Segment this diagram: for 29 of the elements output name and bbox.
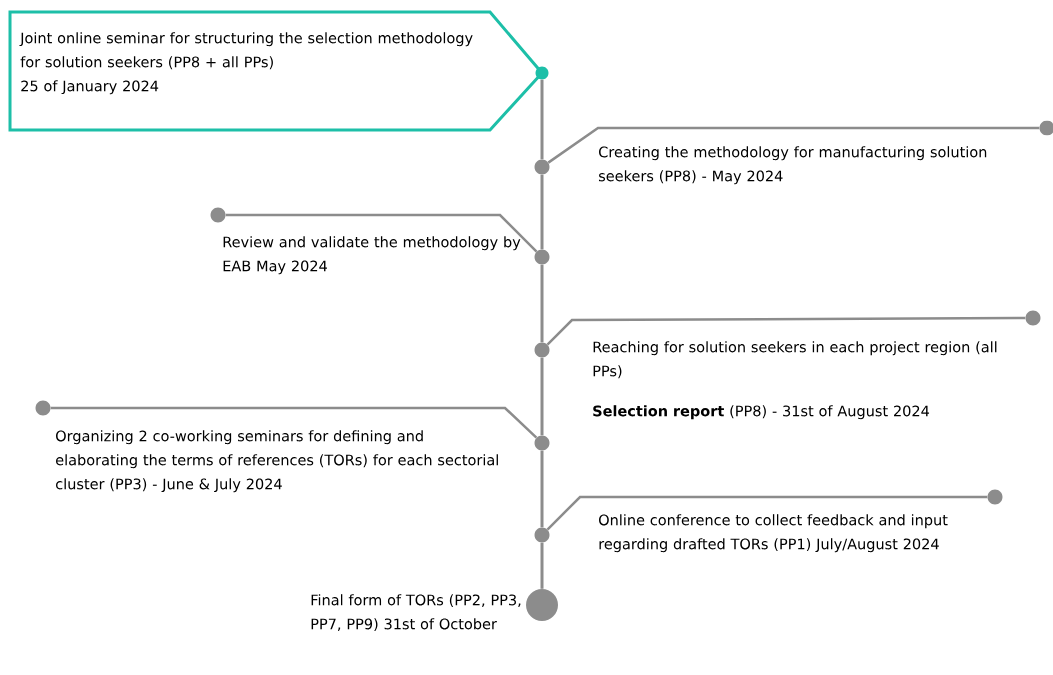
timeline-dot	[534, 249, 550, 265]
timeline-dot	[35, 400, 51, 416]
branch-line	[225, 213, 538, 253]
timeline-dot	[534, 159, 550, 175]
branch-line	[547, 126, 1040, 164]
event-box: Joint online seminar for structuring the selection methodology for solution seekers (PP8 + all PPs) 25 of January 2024	[8, 10, 544, 132]
timeline-line	[540, 79, 544, 160]
timeline-dot	[987, 489, 1003, 505]
event-text: Creating the methodology for manufacturing solution seekers (PP8) - May 2024	[599, 146, 987, 185]
event-text: Final form of TORs (PP2, PP3, PP7, PP9) 31st of October	[311, 594, 521, 632]
timeline-dot	[534, 342, 550, 358]
event-text: Reaching for solution seekers in each project region (all PPs)	[593, 341, 997, 379]
branch-line	[50, 406, 538, 439]
event-text: Selection report (PP8) - 31st of August 2024	[593, 405, 930, 420]
timeline-line	[540, 174, 544, 250]
timeline-line	[540, 264, 544, 343]
branch-line	[546, 316, 1026, 346]
timeline-dot	[534, 527, 550, 543]
timeline-dot	[526, 589, 558, 621]
timeline-line	[540, 450, 544, 528]
branch-line	[546, 495, 988, 531]
timeline-dot	[1025, 310, 1041, 326]
timeline-line	[540, 542, 544, 589]
timeline-dot	[534, 435, 550, 451]
event-text: Review and validate the methodology by EAB May 2024	[223, 236, 521, 275]
timeline-dot	[210, 207, 226, 223]
timeline-line	[540, 357, 544, 436]
event-text: Organizing 2 co-working seminars for defining and elaborating the terms of references (TORs) for each sectorial cluster (PP3) - June & July 2024	[56, 430, 498, 493]
event-text: Online conference to collect feedback and input regarding drafted TORs (PP1) July/August 2024	[599, 514, 948, 553]
